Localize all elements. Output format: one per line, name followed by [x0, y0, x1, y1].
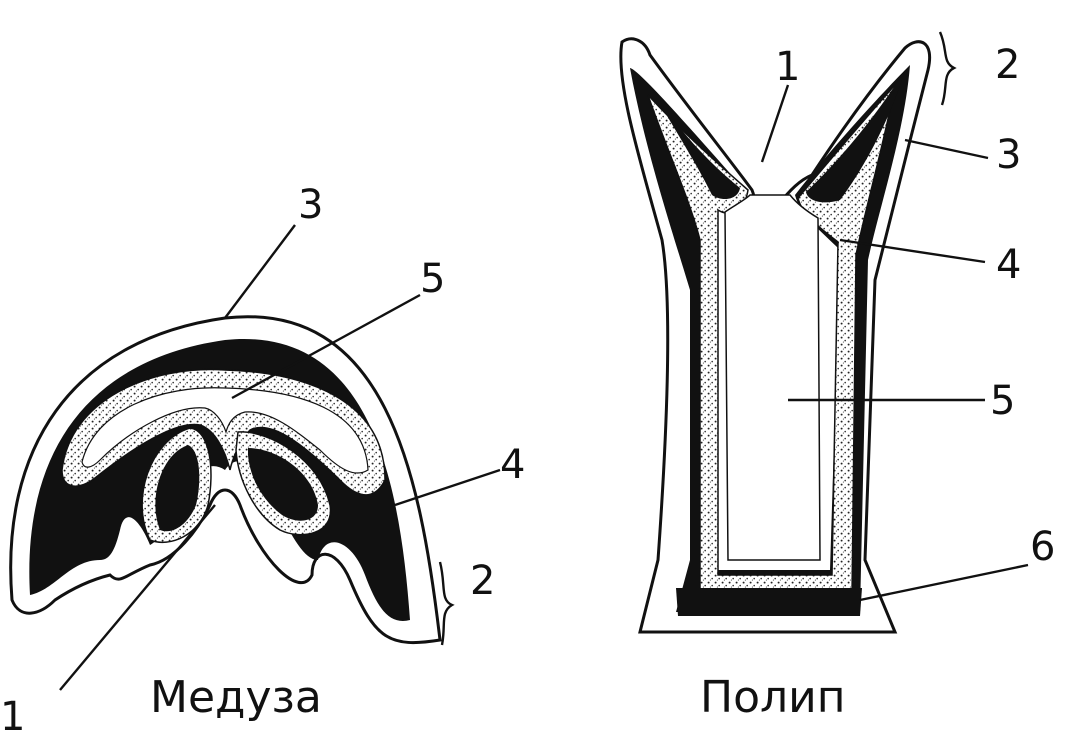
medusa-caption: Медуза — [150, 672, 322, 723]
polyp-label-3: 3 — [996, 132, 1021, 178]
medusa-label-2: 2 — [470, 558, 495, 604]
polyp-leader-1 — [762, 85, 788, 162]
medusa-figure: 1 3 5 4 2 Медуза — [0, 182, 525, 738]
polyp-figure: 1 2 3 4 5 6 Полип — [621, 32, 1056, 723]
polyp-caption: Полип — [700, 672, 846, 723]
polyp-label-6: 6 — [1030, 524, 1055, 570]
medusa-label-1: 1 — [0, 694, 25, 738]
medusa-label-3: 3 — [298, 182, 323, 228]
polyp-label-4: 4 — [996, 242, 1021, 288]
medusa-label-4: 4 — [500, 442, 525, 488]
polyp-gastric-cavity — [725, 195, 820, 560]
polyp-label-2: 2 — [995, 42, 1020, 88]
medusa-label-5: 5 — [420, 256, 445, 302]
polyp-label-5: 5 — [990, 378, 1015, 424]
polyp-leader-3 — [905, 140, 988, 158]
polyp-sole — [676, 588, 862, 616]
medusa-brace-2 — [440, 562, 452, 645]
medusa-leader-3 — [225, 225, 295, 318]
polyp-brace-2 — [940, 32, 954, 105]
polyp-leader-6 — [860, 565, 1028, 600]
polyp-label-1: 1 — [775, 44, 800, 90]
